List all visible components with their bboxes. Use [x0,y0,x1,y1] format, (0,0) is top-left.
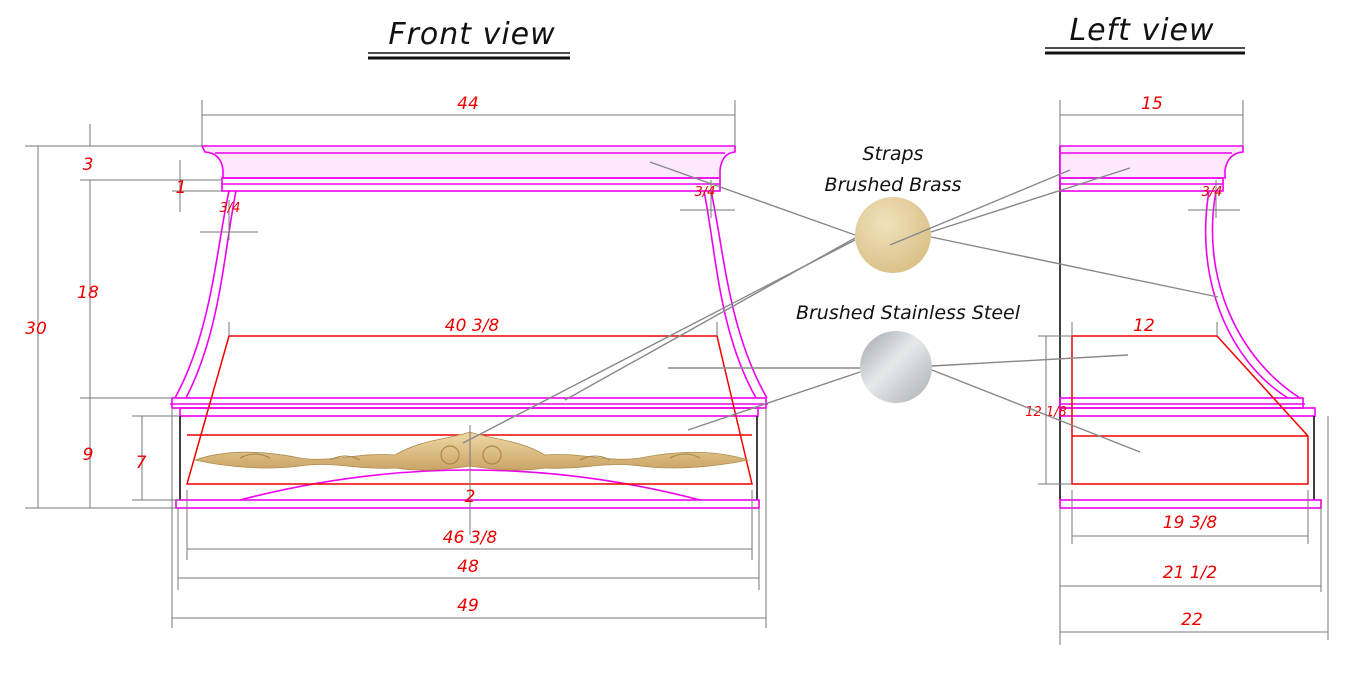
front-view-title: Front view [368,17,570,60]
front-decorative-carving [193,431,750,471]
dim-inset-left: 3/4 [220,201,241,216]
left-crown-molding [1059,145,1244,179]
dim-band: 1 [176,178,187,198]
left-view [1059,145,1322,509]
left-dimensions: 15 3/4 12 12 1/8 19 3/8 21 1/2 22 [1025,94,1329,645]
dim-inner-depth: 19 3/8 [1163,513,1218,533]
front-crown-molding [200,145,736,179]
front-view-title-text: Front view [388,17,555,52]
dim-inset-right: 3/4 [695,185,716,200]
dim-crown: 3 [83,155,94,175]
dim-top-width: 44 [457,94,479,114]
left-base [1059,499,1322,509]
dim-lower: 9 [83,445,94,465]
callout-straps-label: Straps [863,143,924,165]
left-view-title-text: Left view [1069,13,1214,48]
brass-swatch [855,197,931,273]
dim-body: 18 [77,283,99,303]
front-base [175,499,760,509]
left-flared-side [1211,190,1301,399]
front-flared-body [174,190,768,399]
dim-overall-width: 49 [457,596,479,616]
dim-top-depth: 15 [1141,94,1163,114]
left-view-title: Left view [1045,13,1245,55]
dim-base-width: 48 [457,557,479,577]
material-callouts: Straps Brushed Brass Brushed Stainless S… [462,143,1219,453]
front-view [170,145,768,509]
dim-panel: 7 [136,453,147,473]
callout-steel-label: Brushed Stainless Steel [796,302,1021,324]
dim-inner-width: 46 3/8 [443,528,498,548]
front-dimensions: 44 30 3 18 9 1 3/4 3/4 40 3/8 7 [25,94,767,628]
front-ledge [171,397,767,409]
dim-side-height: 12 1/8 [1025,405,1067,420]
steel-swatch [860,331,932,403]
left-strap-trim [1071,335,1309,485]
dim-overall-depth: 22 [1181,610,1203,630]
callout-brass-label: Brushed Brass [825,174,962,196]
dim-skirt: 2 [465,487,476,507]
dim-trim-width: 40 3/8 [445,316,500,336]
dim-base-depth: 21 1/2 [1163,563,1217,583]
dim-overall-height: 30 [25,319,47,339]
dim-left-inset: 3/4 [1202,185,1223,200]
dim-trim-depth: 12 [1133,316,1155,336]
